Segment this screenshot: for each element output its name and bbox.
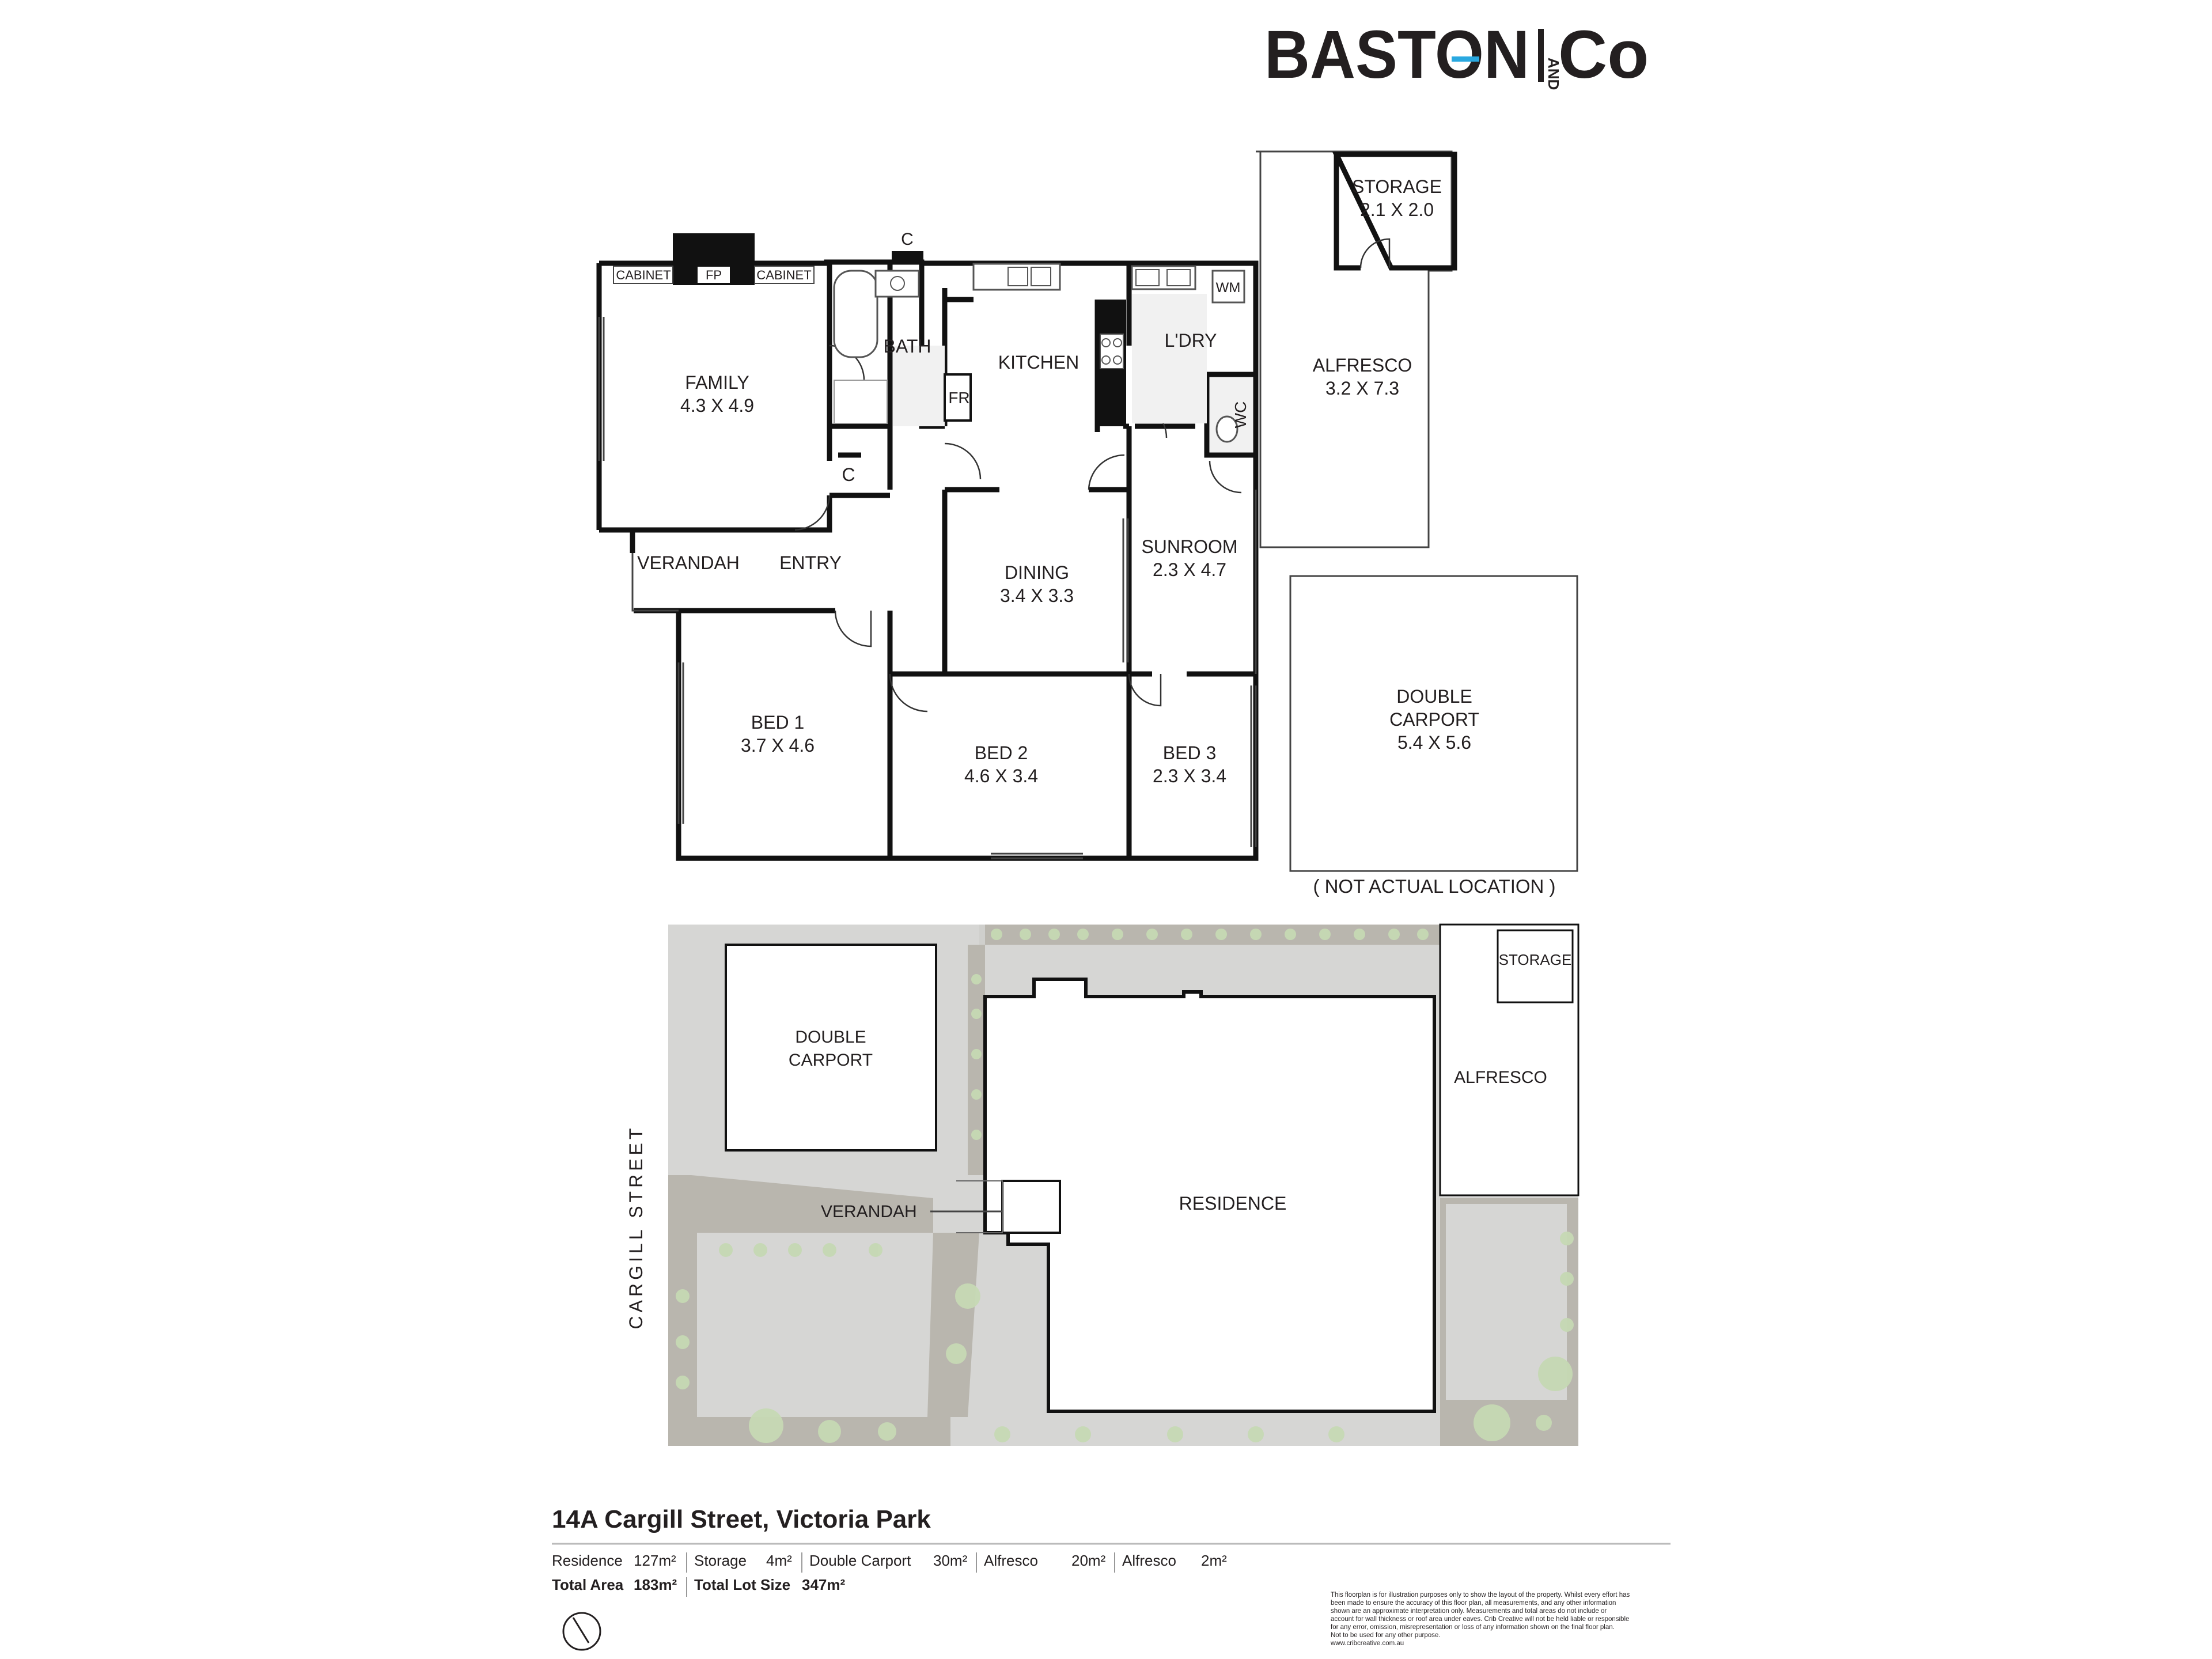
fridge-label: FR [948, 389, 969, 407]
area-alfresco1-value: 20m² [1071, 1552, 1106, 1569]
total-lot-value: 347m² [802, 1576, 845, 1593]
brand-logo: BASTON AND Co [1264, 17, 1649, 93]
room-dining-dims: 3.4 X 3.3 [1000, 585, 1074, 606]
brand-name-baston: BASTON [1264, 17, 1529, 93]
room-bath-name: BATH [884, 336, 931, 357]
brand-divider [1538, 29, 1544, 82]
site-verandah-label: VERANDAH [821, 1202, 917, 1221]
disclaimer-line-1: This floorplan is for illustration purpo… [1331, 1592, 1630, 1599]
disclaimer-line-4: account for wall thickness or roof area … [1331, 1616, 1629, 1623]
room-sunroom-name: SUNROOM [1141, 536, 1237, 557]
room-bed1-dims: 3.7 X 4.6 [741, 735, 815, 756]
area-carport-value: 30m² [933, 1552, 968, 1569]
alfresco-outline [1256, 150, 1453, 548]
area-storage-value: 4m² [766, 1552, 792, 1569]
fireplace-label: FP [706, 268, 722, 282]
room-storage-dims: 2.1 X 2.0 [1360, 199, 1434, 220]
wc-label: WC [1232, 402, 1249, 429]
floor-plan: FP CABINET CABINET [596, 150, 1578, 897]
room-entry-name: ENTRY [779, 552, 842, 573]
property-address: 14A Cargill Street, Victoria Park [552, 1505, 931, 1533]
room-bed1-name: BED 1 [751, 712, 804, 733]
site-alfresco-label: ALFRESCO [1454, 1068, 1547, 1087]
disclaimer-line-7: www.cribcreative.com.au [1330, 1640, 1404, 1647]
brand-name-co: Co [1558, 17, 1649, 93]
site-carport-label-1: DOUBLE [795, 1028, 866, 1047]
room-carport-name2: CARPORT [1389, 709, 1479, 730]
room-dining-name: DINING [1005, 562, 1069, 583]
area-storage-label: Storage [694, 1552, 747, 1569]
disclaimer-line-5: for any error, omission, misrepresentati… [1331, 1624, 1615, 1631]
room-laundry-name: L'DRY [1165, 330, 1217, 351]
area-alfresco2-label: Alfresco [1122, 1552, 1176, 1569]
property-summary: 14A Cargill Street, Victoria Park Reside… [552, 1505, 1671, 1651]
cupboard-hall-label: C [842, 464, 855, 485]
area-alfresco1-label: Alfresco [984, 1552, 1038, 1569]
washer-label: WM [1216, 280, 1241, 296]
north-arrow-icon [562, 1612, 601, 1651]
room-sunroom-dims: 2.3 X 4.7 [1153, 559, 1226, 580]
disclaimer-line-2: been made to ensure the accuracy of this… [1331, 1600, 1616, 1607]
area-carport-label: Double Carport [809, 1552, 911, 1569]
carport-outline [1289, 575, 1578, 872]
area-residence-value: 127m² [634, 1552, 676, 1569]
room-kitchen-name: KITCHEN [998, 352, 1079, 373]
room-alfresco-dims: 3.2 X 7.3 [1325, 378, 1399, 399]
room-bed2-name: BED 2 [975, 743, 1028, 763]
cabinet-right-label: CABINET [756, 268, 811, 282]
total-area-label: Total Area [552, 1576, 624, 1593]
room-bed3-dims: 2.3 X 3.4 [1153, 766, 1226, 786]
room-bed2-dims: 4.6 X 3.4 [964, 766, 1038, 786]
site-residence-label: RESIDENCE [1179, 1193, 1287, 1214]
room-bed3-name: BED 3 [1163, 743, 1216, 763]
room-alfresco-name: ALFRESCO [1313, 355, 1412, 376]
area-alfresco2-value: 2m² [1201, 1552, 1227, 1569]
room-family-name: FAMILY [685, 372, 749, 393]
site-residence-outline [983, 978, 1436, 1413]
carport-location-note: ( NOT ACTUAL LOCATION ) [1313, 876, 1555, 897]
brand-accent-bar [1452, 56, 1479, 62]
cabinet-left-label: CABINET [616, 268, 671, 282]
area-residence-label: Residence [552, 1552, 623, 1569]
brand-name-and: AND [1545, 58, 1562, 90]
room-verandah-name: VERANDAH [637, 552, 740, 573]
site-plan: DOUBLE CARPORT RESIDENCE VERANDAH STORAG… [626, 923, 1580, 1446]
room-carport-dims: 5.4 X 5.6 [1397, 732, 1471, 753]
site-carport-label-2: CARPORT [789, 1051, 873, 1070]
room-family-dims: 4.3 X 4.9 [680, 395, 754, 416]
total-area-value: 183m² [634, 1576, 677, 1593]
cupboard-top-label: C [901, 230, 914, 249]
street-name-label: CARGILL STREET [626, 1125, 646, 1330]
disclaimer-line-3: shown are an approximate interpretation … [1331, 1608, 1607, 1615]
room-carport-name: DOUBLE [1396, 686, 1472, 707]
total-lot-label: Total Lot Size [694, 1576, 790, 1593]
room-storage-name: STORAGE [1352, 176, 1442, 197]
site-storage-label: STORAGE [1499, 951, 1572, 968]
disclaimer-line-6: Not to be used for any other purpose. [1331, 1632, 1441, 1639]
